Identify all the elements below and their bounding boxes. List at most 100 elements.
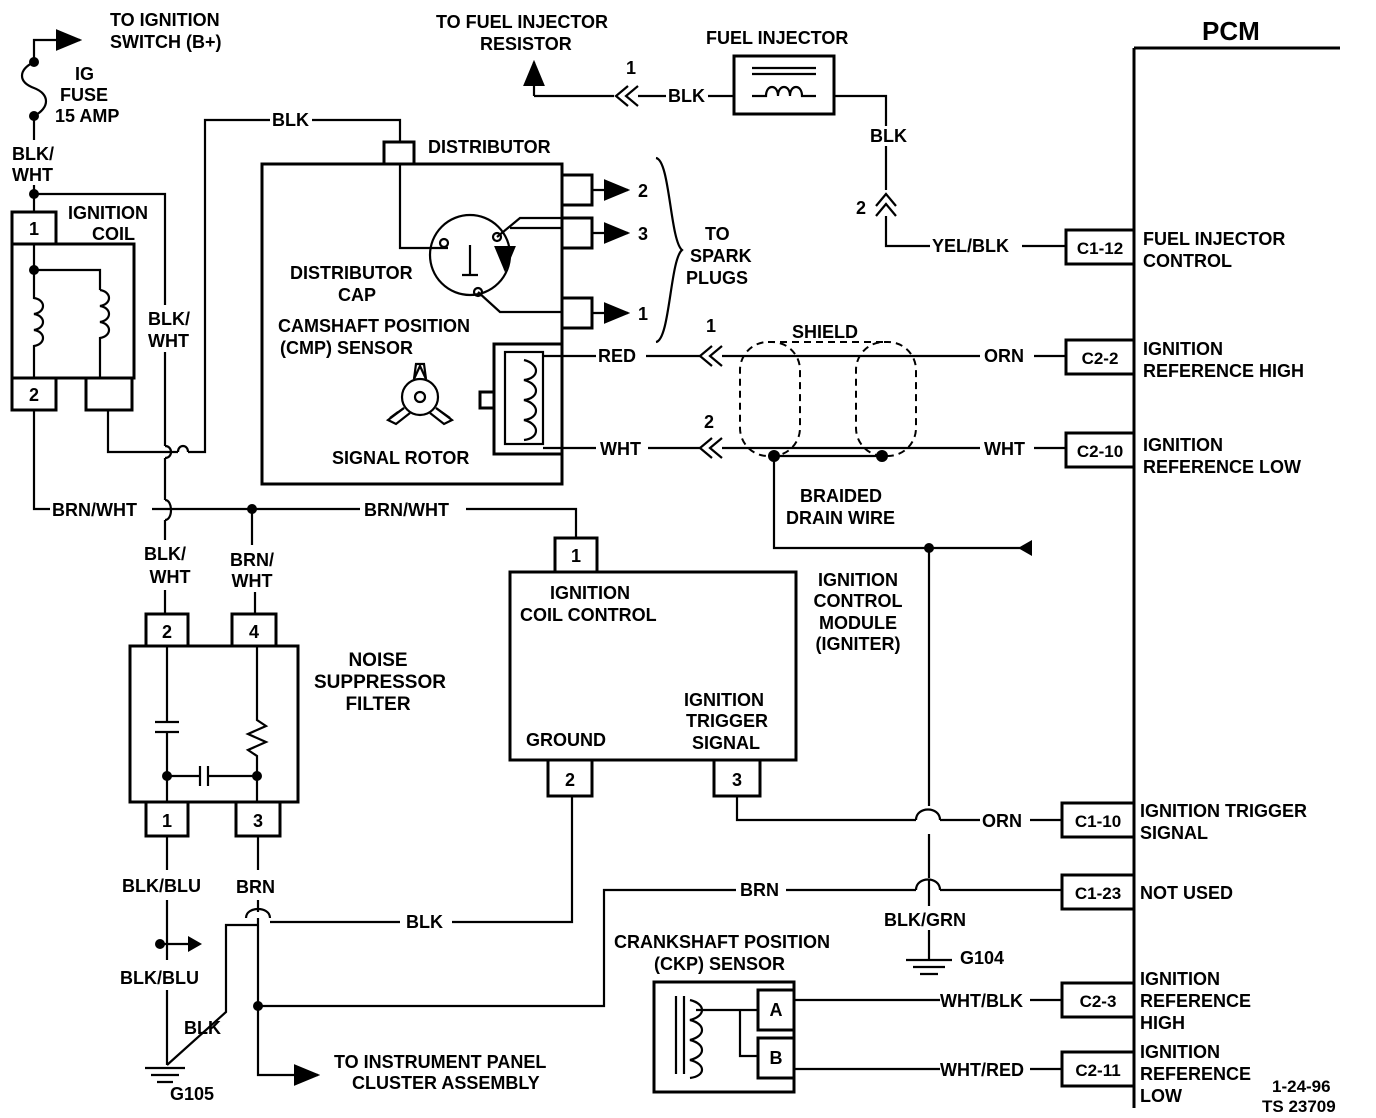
ckp-coil-icon	[689, 998, 704, 1080]
svg-text:ORN: ORN	[982, 811, 1022, 831]
svg-text:PLUGS: PLUGS	[686, 268, 748, 288]
svg-text:SHIELD: SHIELD	[792, 322, 858, 342]
pcm-pin-c1-12: C1-12 FUEL INJECTOR CONTROL	[1064, 228, 1285, 271]
svg-text:FUEL INJECTOR: FUEL INJECTOR	[1143, 229, 1285, 249]
pcm-title: PCM	[1202, 16, 1260, 46]
svg-text:DISTRIBUTOR: DISTRIBUTOR	[290, 263, 413, 283]
svg-text:BLK/: BLK/	[148, 309, 190, 329]
svg-text:(CKP) SENSOR: (CKP) SENSOR	[654, 954, 785, 974]
svg-text:COIL CONTROL: COIL CONTROL	[520, 605, 657, 625]
svg-text:HIGH: HIGH	[1140, 1013, 1185, 1033]
pcm-pin-c2-3: C2-3 IGNITION REFERENCE HIGH	[1060, 969, 1251, 1033]
distributor-input-terminal	[382, 140, 416, 166]
svg-text:IGNITION: IGNITION	[68, 203, 148, 223]
svg-text:LOW: LOW	[1140, 1086, 1182, 1106]
svg-text:BRN/: BRN/	[230, 550, 274, 570]
svg-text:SIGNAL: SIGNAL	[692, 733, 760, 753]
ckp-sensor: CRANKSHAFT POSITION (CKP) SENSOR A B	[614, 932, 830, 1094]
svg-text:REFERENCE HIGH: REFERENCE HIGH	[1143, 361, 1304, 381]
svg-text:1: 1	[626, 58, 636, 78]
power-feed: TO IGNITION SWITCH (B+) IG FUSE 15 AMP B…	[12, 10, 222, 305]
svg-text:BLK: BLK	[184, 1018, 221, 1038]
connector-1-icon: 1	[698, 316, 723, 367]
svg-text:GROUND: GROUND	[526, 730, 606, 750]
svg-text:REFERENCE: REFERENCE	[1140, 991, 1251, 1011]
svg-text:WHT: WHT	[150, 567, 191, 587]
svg-text:CONTROL: CONTROL	[814, 591, 903, 611]
svg-text:IGNITION: IGNITION	[550, 583, 630, 603]
svg-text:C2-2: C2-2	[1082, 349, 1119, 368]
svg-text:BRN: BRN	[236, 877, 275, 897]
svg-text:MODULE: MODULE	[819, 613, 897, 633]
svg-text:CONTROL: CONTROL	[1143, 251, 1232, 271]
footer-date: 1-24-96	[1272, 1077, 1331, 1096]
ignition-control-module: 1 IGNITION COIL CONTROL GROUND IGNITION …	[508, 536, 903, 798]
distributor: DISTRIBUTOR 2 3 1 TO SPARK PLUGS DISTRIB…	[260, 137, 752, 486]
svg-text:CAP: CAP	[338, 285, 376, 305]
svg-text:FILTER: FILTER	[345, 694, 410, 715]
svg-text:3: 3	[732, 770, 742, 790]
svg-text:C1-10: C1-10	[1075, 812, 1121, 831]
noise-suppressor-filter: BLK/ WHT BRN/ WHT 2 4 1 3 NOISE SUPPRESS…	[128, 544, 446, 838]
svg-text:WHT/BLK: WHT/BLK	[940, 991, 1023, 1011]
svg-text:(IGNITER): (IGNITER)	[816, 634, 901, 654]
svg-text:IGNITION: IGNITION	[1143, 435, 1223, 455]
svg-text:C1-23: C1-23	[1075, 884, 1121, 903]
svg-text:BLK: BLK	[668, 86, 705, 106]
svg-text:1: 1	[706, 316, 716, 336]
svg-text:TO FUEL INJECTOR: TO FUEL INJECTOR	[436, 12, 608, 32]
svg-text:WHT: WHT	[12, 165, 53, 185]
svg-text:BRN: BRN	[740, 880, 779, 900]
ground-g105-icon: G105	[145, 1066, 214, 1104]
svg-text:TO IGNITION: TO IGNITION	[110, 10, 220, 30]
noise-filter-body	[128, 644, 300, 804]
svg-text:IGNITION: IGNITION	[684, 690, 764, 710]
svg-text:FUSE: FUSE	[60, 85, 108, 105]
svg-text:15 AMP: 15 AMP	[55, 106, 119, 126]
svg-text:BLK/: BLK/	[144, 544, 186, 564]
svg-text:WHT: WHT	[600, 439, 641, 459]
svg-text:WHT: WHT	[232, 571, 273, 591]
svg-text:IGNITION: IGNITION	[1140, 1042, 1220, 1062]
svg-text:WHT: WHT	[984, 439, 1025, 459]
svg-text:NOT USED: NOT USED	[1140, 883, 1233, 903]
secondary-winding-icon	[98, 288, 111, 378]
svg-text:SWITCH (B+): SWITCH (B+)	[110, 32, 222, 52]
svg-text:2: 2	[704, 412, 714, 432]
svg-text:1: 1	[638, 304, 648, 324]
svg-text:IGNITION: IGNITION	[818, 570, 898, 590]
svg-text:1: 1	[29, 219, 39, 239]
svg-text:RED: RED	[598, 346, 636, 366]
connector-2-icon: 2	[698, 412, 723, 459]
svg-text:A: A	[770, 1000, 783, 1020]
svg-text:CRANKSHAFT POSITION: CRANKSHAFT POSITION	[614, 932, 830, 952]
svg-text:BRN/WHT: BRN/WHT	[52, 500, 137, 520]
coil-pin-2	[10, 376, 58, 412]
svg-text:SIGNAL: SIGNAL	[1140, 823, 1208, 843]
svg-text:G105: G105	[170, 1084, 214, 1104]
ground-g104-icon: G104	[906, 948, 1004, 976]
svg-text:2: 2	[856, 198, 866, 218]
svg-text:BRN/WHT: BRN/WHT	[364, 500, 449, 520]
svg-text:SIGNAL ROTOR: SIGNAL ROTOR	[332, 448, 469, 468]
coil-hv-terminal	[84, 376, 134, 412]
svg-text:YEL/BLK: YEL/BLK	[932, 236, 1009, 256]
pcm-pin-c2-10: C2-10 IGNITION REFERENCE LOW	[1064, 431, 1301, 477]
pcm-pin-c2-11: C2-11 IGNITION REFERENCE LOW	[1060, 1042, 1251, 1106]
pcm-outline	[1132, 46, 1340, 1108]
svg-text:REFERENCE LOW: REFERENCE LOW	[1143, 457, 1301, 477]
cmp-coil-icon	[523, 358, 538, 442]
svg-text:1: 1	[162, 811, 172, 831]
svg-text:BLK/BLU: BLK/BLU	[122, 876, 201, 896]
svg-text:BRAIDED: BRAIDED	[800, 486, 882, 506]
svg-text:2: 2	[162, 622, 172, 642]
svg-text:DRAIN WIRE: DRAIN WIRE	[786, 508, 895, 528]
footer-code: TS 23709	[1262, 1097, 1336, 1116]
svg-text:NOISE: NOISE	[348, 650, 407, 671]
svg-text:BLK: BLK	[406, 912, 443, 932]
injector-coil-icon	[752, 85, 816, 98]
svg-text:SPARK: SPARK	[690, 246, 752, 266]
svg-text:BLK/: BLK/	[12, 144, 54, 164]
ignition-coil: 1 IGNITION COIL 2	[10, 203, 148, 412]
svg-text:C2-10: C2-10	[1077, 442, 1123, 461]
